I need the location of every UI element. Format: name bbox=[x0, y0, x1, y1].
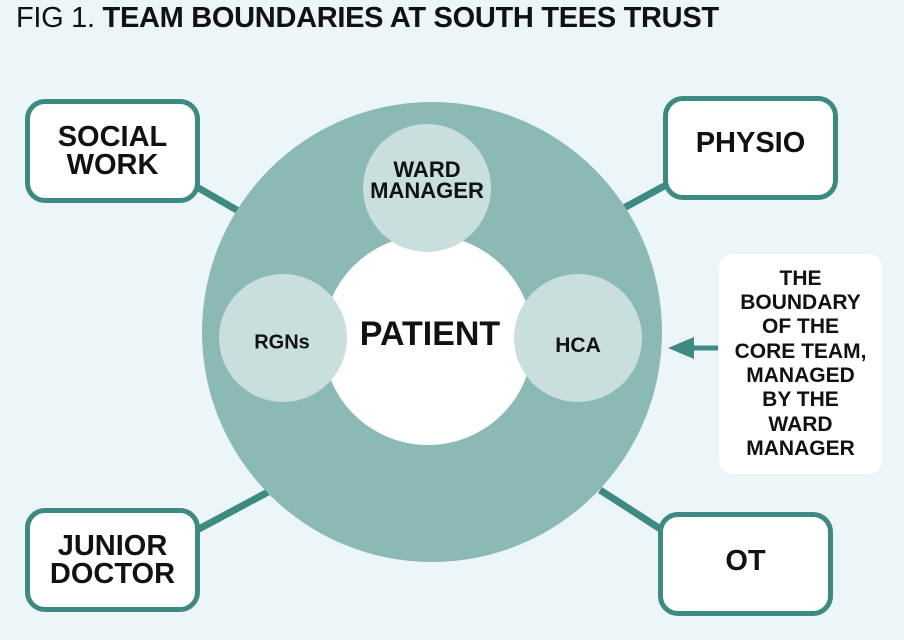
ot-box: OT bbox=[658, 512, 833, 616]
social-work-label-line: WORK bbox=[66, 149, 159, 181]
annotation-line: BOUNDARY bbox=[740, 290, 861, 314]
ward-manager-circle bbox=[363, 124, 491, 252]
ward-manager-label: WARD MANAGER bbox=[370, 157, 484, 203]
annotation-line: MANAGED bbox=[746, 364, 855, 387]
physio-box: PHYSIO bbox=[663, 96, 838, 200]
annotation-line: MANAGER bbox=[746, 437, 855, 461]
junior-doctor-label-line: JUNIOR bbox=[57, 529, 168, 562]
figure-number: FIG 1. bbox=[16, 2, 95, 34]
annotation-line: WARD bbox=[768, 412, 833, 436]
social-work-box: SOCIAL WORK bbox=[25, 99, 200, 203]
ward-manager-label-line: WARD bbox=[393, 157, 461, 183]
hca-label: HCA bbox=[555, 334, 601, 358]
connector-ot bbox=[598, 487, 664, 533]
annotation-line: BY THE bbox=[762, 388, 839, 412]
annotation-line: THE bbox=[779, 266, 822, 290]
annotation-line: CORE TEAM, bbox=[734, 339, 867, 363]
annotation-line: OF THE bbox=[762, 315, 839, 339]
connector-physio bbox=[618, 180, 670, 214]
connector-junior-doctor bbox=[195, 488, 270, 534]
rgns-circle bbox=[219, 274, 347, 402]
ot-label: OT bbox=[725, 545, 766, 577]
ward-manager-label-line: MANAGER bbox=[370, 178, 484, 203]
connector-social-work bbox=[193, 182, 244, 217]
rgns-label: RGNs bbox=[254, 331, 310, 354]
junior-doctor-box: JUNIOR DOCTOR bbox=[25, 508, 200, 612]
patient-label: PATIENT bbox=[359, 314, 501, 353]
patient-circle bbox=[323, 235, 533, 445]
physio-label: PHYSIO bbox=[695, 127, 806, 159]
boundary-annotation: THE BOUNDARY OF THE CORE TEAM, MANAGED B… bbox=[719, 254, 882, 474]
social-work-label-line: SOCIAL bbox=[57, 120, 168, 153]
arrow-left-icon bbox=[668, 337, 694, 359]
figure-title-text: TEAM BOUNDARIES AT SOUTH TEES TRUST bbox=[102, 2, 720, 34]
hca-circle bbox=[514, 274, 642, 402]
figure-title: FIG 1. TEAM BOUNDARIES AT SOUTH TEES TRU… bbox=[16, 2, 719, 35]
junior-doctor-label-line: DOCTOR bbox=[49, 558, 176, 590]
